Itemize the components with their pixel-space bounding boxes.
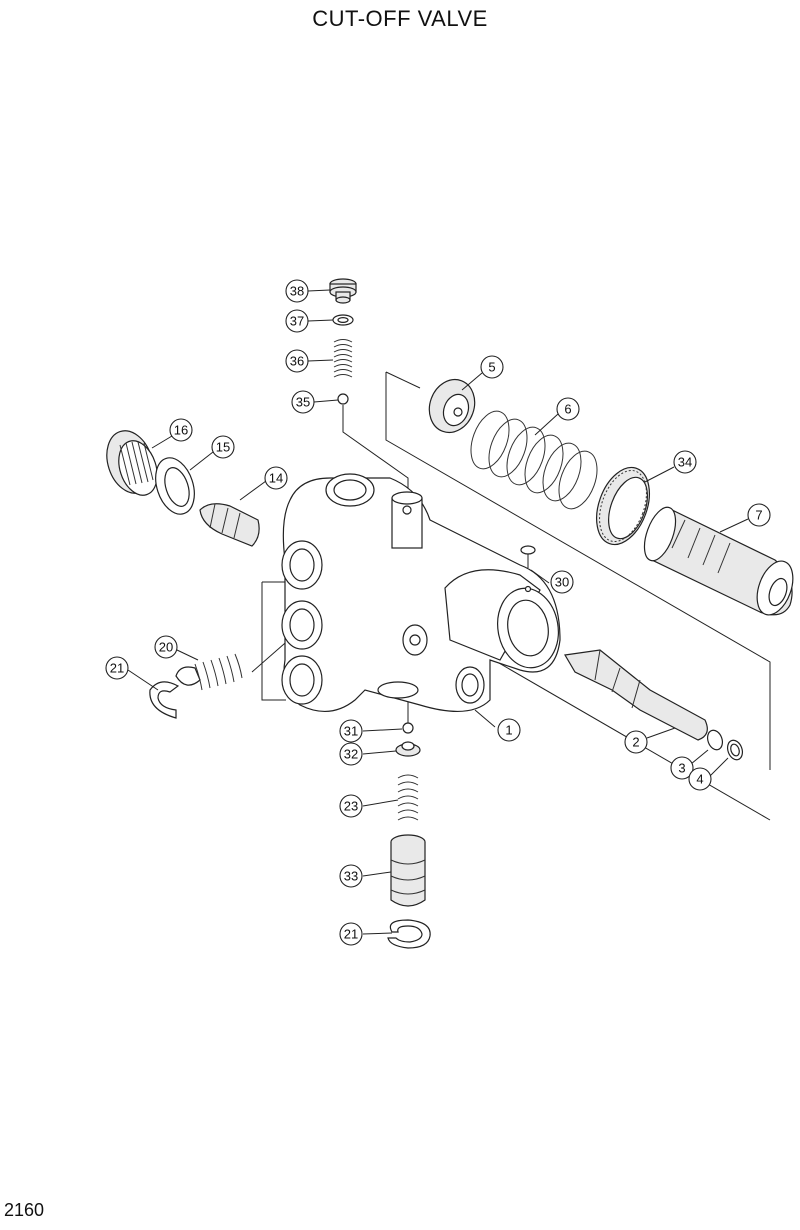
part-38-plug [329,278,357,304]
svg-text:6: 6 [564,402,571,417]
callout-37: 37 [285,309,309,333]
svg-text:15: 15 [216,440,230,455]
part-6-large-spring [470,410,598,510]
part-31-ball [402,722,414,734]
callout-14: 14 [264,466,288,490]
part-15-washer [155,457,195,515]
callout-38: 38 [285,279,309,303]
svg-text:37: 37 [290,314,304,329]
callout-3: 3 [670,756,694,780]
part-20-spring-poppet [175,653,243,691]
svg-text:7: 7 [755,508,762,523]
part-4-snap-ring [726,739,744,761]
part-1-valve-body [281,473,561,713]
callout-31: 31 [339,719,363,743]
svg-text:1: 1 [505,723,512,738]
svg-text:30: 30 [555,575,569,590]
svg-text:23: 23 [344,799,358,814]
part-35-ball [337,393,349,405]
svg-text:31: 31 [344,724,358,739]
svg-text:34: 34 [678,455,692,470]
svg-text:3: 3 [678,761,685,776]
svg-text:2: 2 [632,735,639,750]
callout-21-bottom: 21 [339,922,363,946]
svg-text:5: 5 [488,360,495,375]
callout-36: 36 [285,349,309,373]
svg-text:14: 14 [269,471,283,486]
part-36-spring [333,339,353,378]
part-30-screw [520,545,536,593]
callout-35: 35 [291,390,315,414]
part-37-washer [332,314,354,326]
callout-20: 20 [154,635,178,659]
part-34-knurled-ring [596,466,650,546]
part-16-threaded-plug [106,430,158,496]
svg-text:35: 35 [296,395,310,410]
callout-15: 15 [211,435,235,459]
part-7-sleeve [643,506,794,616]
callout-2: 2 [624,730,648,754]
page-number: 2160 [4,1200,45,1220]
callout-21-left: 21 [105,656,129,680]
leader-lines [127,289,749,935]
part-2-spool [564,649,708,741]
callout-5: 5 [480,355,504,379]
svg-text:21: 21 [344,927,358,942]
callout-4: 4 [688,767,712,791]
part-21-retaining-ring-left [149,681,180,719]
part-33-piston [390,834,426,907]
svg-text:32: 32 [344,747,358,762]
svg-text:4: 4 [696,772,703,787]
svg-text:36: 36 [290,354,304,369]
callout-33: 33 [339,864,363,888]
svg-text:16: 16 [174,423,188,438]
diagram-title: CUT-OFF VALVE [312,6,488,31]
part-5-spring-seat [428,378,476,434]
callout-32: 32 [339,742,363,766]
callout-34: 34 [673,450,697,474]
svg-text:38: 38 [290,284,304,299]
part-21-retaining-ring-bottom [387,919,431,949]
callout-23: 23 [339,794,363,818]
callout-7: 7 [747,503,771,527]
callout-6: 6 [556,397,580,421]
part-14-poppet [199,503,260,547]
svg-text:21: 21 [110,661,124,676]
callout-16: 16 [169,418,193,442]
svg-text:33: 33 [344,869,358,884]
part-3-o-ring [706,729,724,751]
callout-1: 1 [497,718,521,742]
svg-text:20: 20 [159,640,173,655]
part-23-spring [397,774,419,821]
part-32-seat [395,741,421,757]
callout-30: 30 [550,570,574,594]
